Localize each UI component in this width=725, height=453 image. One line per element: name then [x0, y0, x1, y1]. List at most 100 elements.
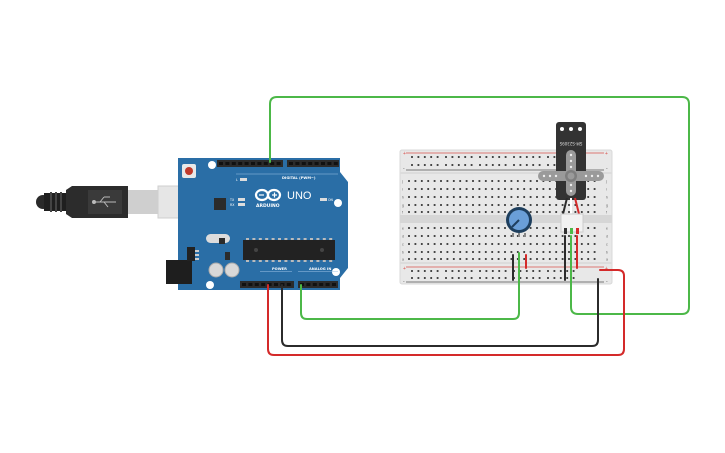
breadboard-hole[interactable]: [452, 196, 455, 198]
breadboard-hole[interactable]: [470, 270, 473, 272]
breadboard-hole[interactable]: [553, 270, 556, 272]
breadboard-hole[interactable]: [457, 164, 460, 166]
breadboard-hole[interactable]: [440, 227, 442, 229]
breadboard-hole[interactable]: [440, 188, 442, 190]
header-socket[interactable]: [276, 162, 281, 165]
breadboard-hole[interactable]: [510, 243, 513, 245]
wire-signal-servo[interactable]: [269, 96, 690, 315]
breadboard-hole[interactable]: [498, 270, 501, 272]
breadboard-hole[interactable]: [529, 235, 532, 237]
breadboard-hole[interactable]: [504, 164, 507, 166]
breadboard-hole[interactable]: [420, 251, 423, 253]
breadboard-hole[interactable]: [523, 188, 526, 190]
breadboard-hole[interactable]: [446, 204, 449, 206]
breadboard-hole[interactable]: [446, 188, 449, 190]
breadboard-hole[interactable]: [593, 211, 596, 213]
breadboard-hole[interactable]: [459, 243, 462, 245]
breadboard-hole[interactable]: [440, 204, 442, 206]
breadboard-hole[interactable]: [555, 251, 558, 253]
breadboard-hole[interactable]: [427, 243, 430, 245]
breadboard-hole[interactable]: [568, 243, 570, 245]
breadboard-hole[interactable]: [457, 277, 460, 279]
breadboard-hole[interactable]: [414, 204, 417, 206]
breadboard-hole[interactable]: [433, 258, 436, 260]
breadboard-hole[interactable]: [464, 270, 467, 272]
breadboard-hole[interactable]: [587, 258, 590, 260]
breadboard-hole[interactable]: [504, 277, 507, 279]
breadboard-hole[interactable]: [548, 258, 551, 260]
breadboard-hole[interactable]: [542, 196, 545, 198]
breadboard-hole[interactable]: [478, 227, 481, 229]
breadboard-hole[interactable]: [542, 243, 545, 245]
breadboard-hole[interactable]: [536, 258, 538, 260]
breadboard-hole[interactable]: [532, 164, 535, 166]
breadboard-hole[interactable]: [497, 235, 500, 237]
breadboard-hole[interactable]: [420, 180, 423, 182]
breadboard-hole[interactable]: [532, 277, 535, 279]
breadboard-hole[interactable]: [445, 277, 447, 279]
breadboard-hole[interactable]: [516, 204, 519, 206]
breadboard-hole[interactable]: [491, 277, 494, 279]
breadboard-hole[interactable]: [593, 243, 596, 245]
breadboard-hole[interactable]: [459, 251, 462, 253]
breadboard-hole[interactable]: [457, 270, 460, 272]
breadboard-hole[interactable]: [472, 258, 474, 260]
breadboard-hole[interactable]: [536, 211, 538, 213]
breadboard-hole[interactable]: [519, 270, 522, 272]
breadboard-hole[interactable]: [510, 251, 513, 253]
breadboard-hole[interactable]: [513, 156, 515, 158]
breadboard-hole[interactable]: [472, 251, 474, 253]
breadboard-hole[interactable]: [451, 270, 454, 272]
breadboard-hole[interactable]: [532, 156, 535, 158]
breadboard-hole[interactable]: [478, 211, 481, 213]
breadboard-hole[interactable]: [548, 243, 551, 245]
breadboard-hole[interactable]: [414, 251, 417, 253]
header-socket[interactable]: [254, 283, 259, 286]
breadboard-hole[interactable]: [529, 188, 532, 190]
breadboard-hole[interactable]: [523, 204, 526, 206]
header-socket[interactable]: [242, 283, 246, 286]
breadboard-hole[interactable]: [472, 243, 474, 245]
breadboard-hole[interactable]: [427, 227, 430, 229]
breadboard-hole[interactable]: [420, 243, 423, 245]
breadboard-hole[interactable]: [427, 211, 430, 213]
breadboard-hole[interactable]: [427, 188, 430, 190]
breadboard-hole[interactable]: [547, 156, 549, 158]
breadboard-hole[interactable]: [472, 196, 474, 198]
breadboard-hole[interactable]: [536, 243, 538, 245]
breadboard-hole[interactable]: [484, 188, 487, 190]
power-header[interactable]: [240, 281, 294, 288]
header-socket[interactable]: [267, 283, 272, 286]
breadboard-hole[interactable]: [465, 188, 468, 190]
breadboard-hole[interactable]: [408, 251, 410, 253]
breadboard-hole[interactable]: [411, 277, 413, 279]
breadboard-hole[interactable]: [542, 227, 545, 229]
breadboard-hole[interactable]: [536, 251, 538, 253]
breadboard-hole[interactable]: [414, 188, 417, 190]
breadboard-hole[interactable]: [491, 180, 494, 182]
breadboard-hole[interactable]: [440, 211, 442, 213]
breadboard-hole[interactable]: [484, 235, 487, 237]
breadboard-hole[interactable]: [485, 164, 488, 166]
breadboard-hole[interactable]: [436, 270, 439, 272]
breadboard-hole[interactable]: [484, 196, 487, 198]
header-socket[interactable]: [231, 162, 236, 165]
breadboard-hole[interactable]: [459, 204, 462, 206]
breadboard-hole[interactable]: [446, 235, 449, 237]
breadboard-hole[interactable]: [497, 180, 500, 182]
breadboard-hole[interactable]: [497, 243, 500, 245]
breadboard-hole[interactable]: [451, 277, 454, 279]
breadboard-hole[interactable]: [504, 251, 506, 253]
breadboard-hole[interactable]: [420, 196, 423, 198]
header-socket[interactable]: [295, 162, 300, 165]
header-socket[interactable]: [219, 162, 223, 165]
breadboard-hole[interactable]: [547, 277, 549, 279]
breadboard-hole[interactable]: [433, 204, 436, 206]
breadboard-hole[interactable]: [516, 196, 519, 198]
header-socket[interactable]: [251, 162, 255, 165]
breadboard-hole[interactable]: [459, 188, 462, 190]
header-socket[interactable]: [301, 162, 306, 165]
breadboard-hole[interactable]: [536, 196, 538, 198]
breadboard-hole[interactable]: [408, 227, 410, 229]
breadboard-hole[interactable]: [491, 188, 494, 190]
